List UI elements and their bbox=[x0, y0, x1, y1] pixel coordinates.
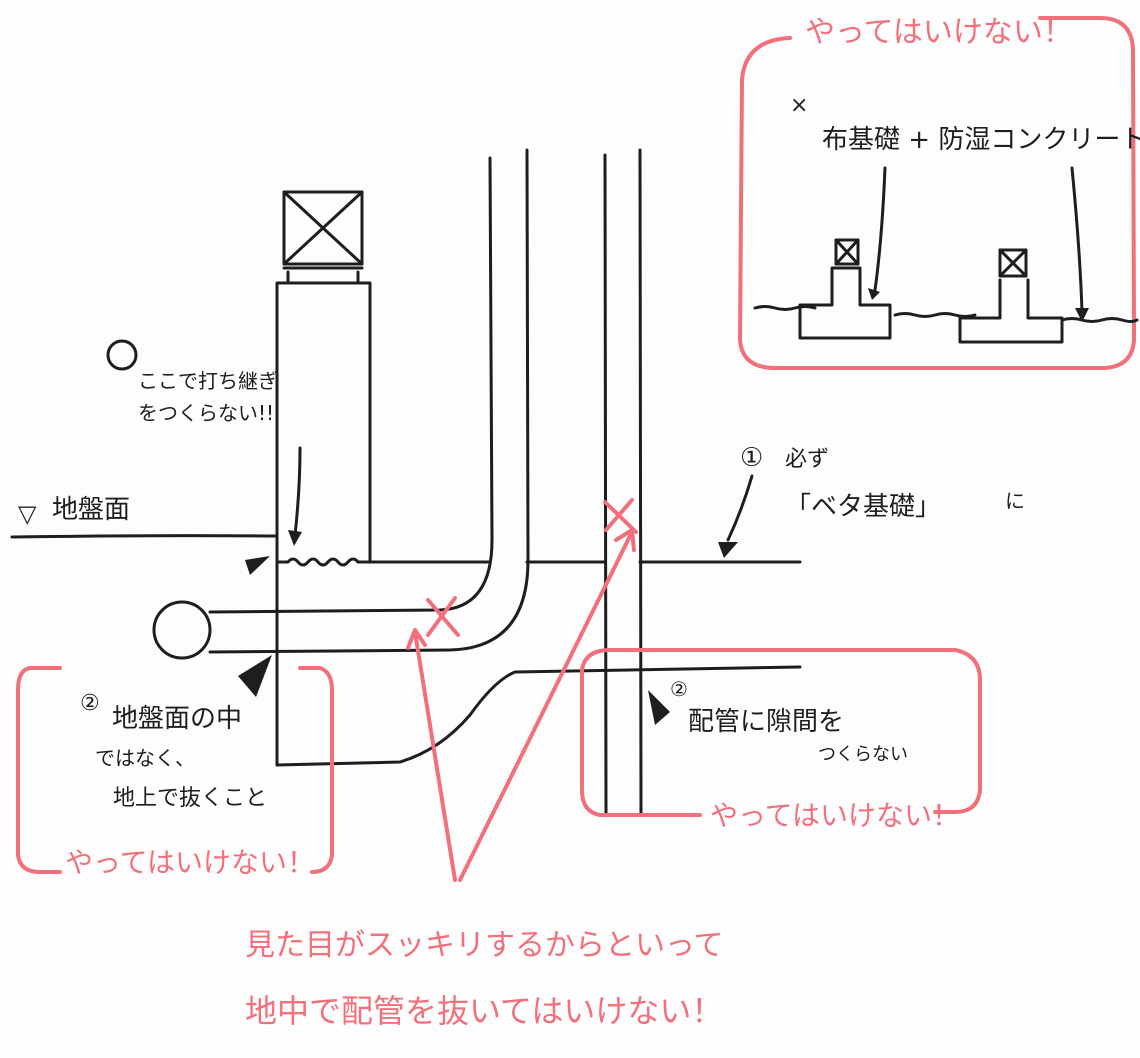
note-line: ここで打ち継ぎ bbox=[138, 369, 278, 393]
cross-mark-icon bbox=[426, 596, 460, 637]
note-line: 必ず bbox=[785, 447, 829, 472]
note-line: 地上で抜くこと bbox=[113, 786, 267, 811]
note-no-joint: ① ここで打ち継ぎ をつくらない!! bbox=[106, 339, 278, 425]
note-line: 配管に隙間を bbox=[688, 707, 844, 737]
arrowhead-icon bbox=[868, 288, 880, 300]
note-line: に bbox=[1005, 489, 1025, 513]
note-line: 地盤面の中 bbox=[112, 704, 242, 734]
note-line: ではなく、 bbox=[95, 746, 195, 770]
bottom-note-line2: 地中で配管を抜いてはいけない！ bbox=[245, 992, 723, 1030]
right-box-border bbox=[580, 648, 982, 817]
right-box-warning: やってはいけない！ bbox=[710, 799, 960, 832]
slab-top-line bbox=[275, 557, 802, 567]
arrowhead-icon bbox=[1075, 308, 1089, 322]
left-box-warning: やってはいけない！ bbox=[65, 846, 315, 879]
arrow-line bbox=[1070, 166, 1084, 314]
arrowhead-icon bbox=[718, 542, 738, 558]
top-box-label: 布基礎 + 防湿コンクリート bbox=[822, 125, 1140, 155]
note-mat-foundation: ① 必ず 「ベタ基礎」 に bbox=[740, 443, 1025, 522]
arrow-line bbox=[293, 446, 302, 537]
column bbox=[275, 190, 372, 767]
note-number: ② bbox=[670, 677, 688, 701]
foundation-wall bbox=[603, 148, 643, 817]
arrow-line bbox=[873, 166, 887, 292]
note-line: 「ベタ基礎」 bbox=[785, 492, 941, 522]
left-warning-box: ② 地盤面の中 ではなく、 地上で抜くこと やってはいけない！ bbox=[16, 666, 334, 879]
cross-mark: × bbox=[790, 93, 808, 118]
right-warning-box: ② 配管に隙間を つくらない やってはいけない！ bbox=[580, 648, 982, 832]
top-box-warning: やってはいけない！ bbox=[805, 15, 1073, 50]
arrowhead-icon bbox=[238, 655, 272, 697]
note-line: つくらない bbox=[818, 744, 908, 765]
strip-footing-icon bbox=[798, 238, 892, 340]
top-warning-box: やってはいけない！ × 布基礎 + 防湿コンクリート bbox=[738, 15, 1140, 370]
left-box-border bbox=[16, 666, 334, 874]
red-arrow-icon bbox=[406, 628, 457, 882]
arrowhead-icon bbox=[648, 690, 670, 725]
arrowhead-icon bbox=[288, 530, 302, 546]
arrow-line bbox=[726, 474, 754, 542]
note-line: をつくらない!! bbox=[138, 401, 274, 425]
top-box-border bbox=[738, 16, 1137, 370]
ground-label: 地盤面 bbox=[52, 495, 130, 525]
footing-line bbox=[275, 665, 802, 767]
cross-mark-icon bbox=[603, 498, 638, 534]
bottom-note-line1: 見た目がスッキリするからといって bbox=[245, 928, 724, 963]
arrowhead-icon bbox=[245, 556, 270, 575]
note-number: ② bbox=[80, 691, 100, 716]
strip-footing-with-slab-icon bbox=[958, 248, 1064, 344]
note-number: ① bbox=[740, 443, 763, 473]
ground-surface-line bbox=[10, 534, 279, 539]
ground-symbol: ▽ bbox=[18, 500, 37, 528]
red-arrow-icon bbox=[458, 528, 636, 882]
